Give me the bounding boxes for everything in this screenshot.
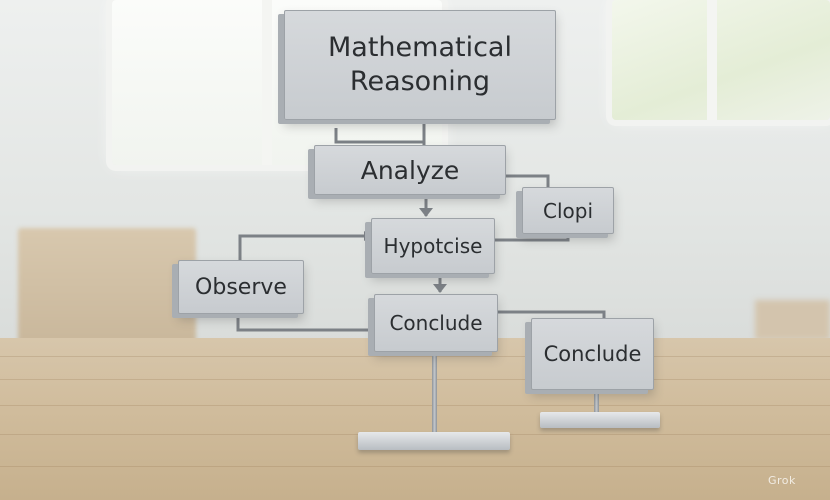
analyze-label: Analyze	[360, 155, 460, 185]
wooden-table	[0, 338, 830, 500]
title-line-2: Reasoning	[349, 66, 491, 97]
analyze-node: Analyze	[314, 145, 506, 195]
title-line-1: Mathematical	[328, 32, 512, 63]
conclude-node-center: Conclude	[374, 294, 498, 352]
window-right	[612, 0, 830, 120]
wooden-cabinet	[18, 228, 196, 346]
conclude-center-label: Conclude	[389, 311, 483, 335]
stand-base-right	[540, 412, 660, 428]
watermark-text: Grok	[768, 474, 796, 487]
hypothesis-node: Hypotcise	[371, 218, 495, 274]
conclude-node-right: Conclude	[531, 318, 654, 390]
observe-node: Observe	[178, 260, 304, 314]
hypothesis-label: Hypotcise	[383, 234, 483, 258]
observe-label: Observe	[195, 274, 287, 300]
title-node: Mathematical Reasoning	[284, 10, 556, 120]
wooden-bench	[755, 300, 830, 340]
stand-base-main	[358, 432, 510, 450]
clopi-node: Clopi	[522, 187, 614, 234]
clopi-label: Clopi	[542, 198, 593, 223]
conclude-right-label: Conclude	[543, 342, 642, 366]
stand-pole-right	[594, 388, 599, 416]
stand-pole-main	[432, 350, 437, 438]
